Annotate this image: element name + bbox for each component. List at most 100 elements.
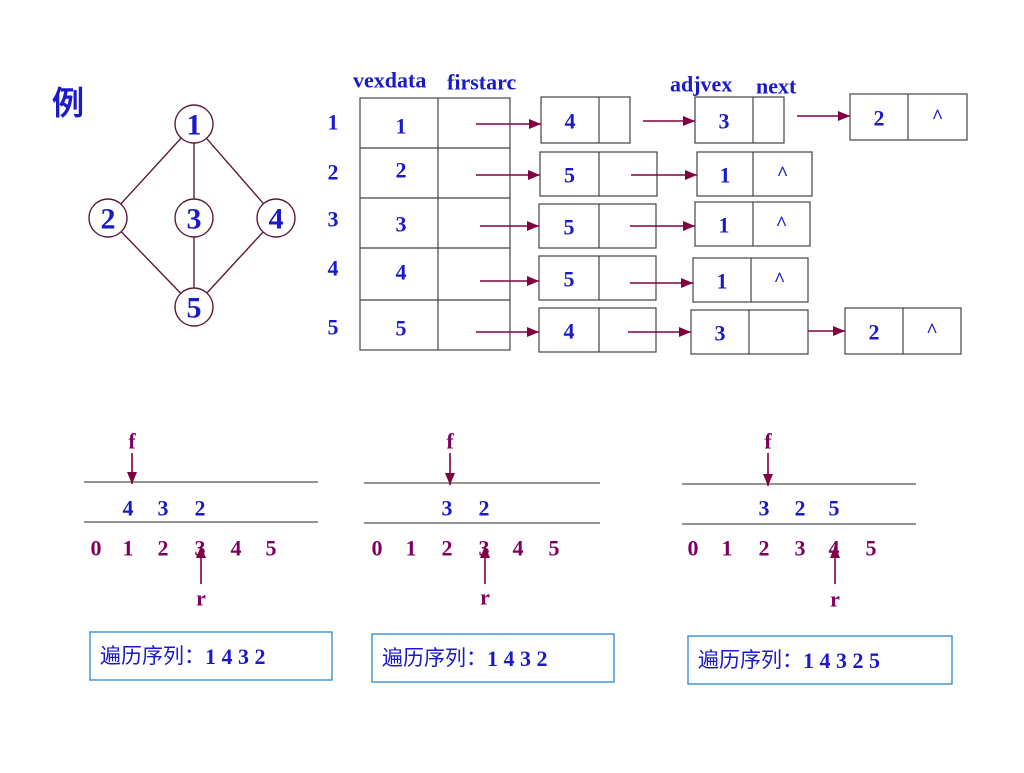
queue-2-index-2: 2 <box>442 536 453 561</box>
arc-node-4-1 <box>538 255 657 301</box>
arc-pointer-4-2-head <box>681 278 693 288</box>
graph-node-label-4: 4 <box>269 203 284 236</box>
arc-pointer-1-1-head <box>529 119 541 129</box>
arc-pointer-5-2 <box>628 327 691 337</box>
queue-1-rear-label: r <box>196 586 206 611</box>
arc-adjvex-2-2: 1 <box>720 163 731 188</box>
arc-pointer-1-2 <box>643 116 695 126</box>
graph-node-4 <box>256 198 296 238</box>
queue-1-index-4: 4 <box>231 536 242 561</box>
arc-pointer-3-2-head <box>683 221 695 231</box>
queue-1-front-arrow <box>127 453 137 484</box>
queue-1-rear-arrow-head <box>196 546 206 558</box>
vertex-data-2: 2 <box>396 158 407 183</box>
queue-2-index-1: 1 <box>406 536 417 561</box>
arc-adjvex-1-3: 2 <box>874 106 885 131</box>
arc-adjvex-2-1: 5 <box>564 163 575 188</box>
arc-adjvex-3-2: 1 <box>719 213 730 238</box>
vertex-data-5: 5 <box>396 316 407 341</box>
arc-pointer-2-2 <box>631 170 697 180</box>
traversal-box-2 <box>371 633 615 683</box>
arc-pointer-1-3-head <box>838 111 850 121</box>
queue-1-front-label: f <box>128 429 136 454</box>
queue-2-front-arrow-head <box>445 473 455 485</box>
queue-2-item-1: 3 <box>442 496 453 521</box>
graph-node-1 <box>174 104 214 144</box>
arc-pointer-3-2 <box>630 221 695 231</box>
traversal-label-3: 遍历序列： <box>698 648 803 672</box>
queue-1-index-1: 1 <box>123 536 134 561</box>
graph-node-2 <box>88 198 128 238</box>
example-label: 例 <box>52 85 84 121</box>
traversal-text-2: 遍历序列：1 4 3 2 <box>382 646 548 671</box>
header-adjvex: adjvex <box>670 72 732 97</box>
queue-3-item-3: 5 <box>829 496 840 521</box>
graph-node-label-1: 1 <box>187 109 202 142</box>
vertex-index-5: 5 <box>328 315 339 340</box>
queue-2-index-3: 3 <box>479 536 490 561</box>
queue-2-item-2: 2 <box>479 496 490 521</box>
arc-pointer-5-1 <box>476 327 539 337</box>
arc-next-4-2: ^ <box>774 269 786 291</box>
vertex-table-border <box>359 97 511 351</box>
arc-adjvex-1-1: 4 <box>565 109 576 134</box>
graph-node-label-3: 3 <box>187 203 202 236</box>
queue-2-rear-arrow <box>480 546 490 584</box>
traversal-sequence-3: 1 4 3 2 5 <box>803 648 880 673</box>
queue-3-index-0: 0 <box>688 536 699 561</box>
graph-node-5 <box>174 287 214 327</box>
queue-3-item-1: 3 <box>759 496 770 521</box>
arc-adjvex-3-1: 5 <box>564 215 575 240</box>
arc-next-3-2: ^ <box>776 213 788 235</box>
arc-pointer-1-2-head <box>683 116 695 126</box>
header-firstarc: firstarc <box>447 70 516 95</box>
vertex-index-1: 1 <box>328 110 339 135</box>
header-next: next <box>756 74 797 99</box>
queue-3-index-5: 5 <box>866 536 877 561</box>
arc-adjvex-5-2: 3 <box>715 321 726 346</box>
arc-pointer-2-1 <box>476 170 540 180</box>
queue-1-item-1: 4 <box>123 496 134 521</box>
queue-3-front-arrow-head <box>763 474 773 486</box>
arc-next-2-2: ^ <box>777 163 789 185</box>
arc-adjvex-5-1: 4 <box>564 319 575 344</box>
arc-pointer-1-3 <box>797 111 850 121</box>
arc-node-2-2 <box>696 151 813 197</box>
arc-adjvex-4-1: 5 <box>564 267 575 292</box>
arc-pointer-3-1 <box>480 221 539 231</box>
queue-2-rear-arrow-head <box>480 546 490 558</box>
arc-pointer-5-1-head <box>527 327 539 337</box>
vertex-index-4: 4 <box>328 256 339 281</box>
arc-pointer-1-1 <box>476 119 541 129</box>
queue-1-item-3: 2 <box>195 496 206 521</box>
queue-3-front-label: f <box>764 429 772 454</box>
arc-adjvex-1-2: 3 <box>719 109 730 134</box>
traversal-sequence-2: 1 4 3 2 <box>487 646 548 671</box>
queue-3-rear-label: r <box>830 587 840 612</box>
queue-3-rear-arrow-head <box>830 546 840 558</box>
arc-pointer-4-2 <box>630 278 693 288</box>
queue-2-index-5: 5 <box>549 536 560 561</box>
queue-2-index-4: 4 <box>513 536 524 561</box>
traversal-label-1: 遍历序列： <box>100 644 205 668</box>
queue-1-index-2: 2 <box>158 536 169 561</box>
traversal-sequence-1: 1 4 3 2 <box>205 644 266 669</box>
vertex-data-4: 4 <box>396 260 407 285</box>
graph-edge-1-4 <box>205 137 265 205</box>
queue-2-index-0: 0 <box>372 536 383 561</box>
graph-edge-2-5 <box>120 231 182 294</box>
queue-3-index-2: 2 <box>759 536 770 561</box>
queue-3-index-4: 4 <box>829 536 840 561</box>
arc-pointer-5-2-head <box>679 327 691 337</box>
traversal-text-3: 遍历序列：1 4 3 2 5 <box>698 648 880 673</box>
queue-1-front-arrow-head <box>127 472 137 484</box>
vertex-index-3: 3 <box>328 207 339 232</box>
arc-pointer-2-2-head <box>685 170 697 180</box>
queue-3-index-1: 1 <box>722 536 733 561</box>
arc-node-5-1 <box>538 307 657 353</box>
traversal-box-3 <box>687 635 953 685</box>
queue-2-front-arrow <box>445 453 455 485</box>
header-vexdata: vexdata <box>353 68 426 93</box>
